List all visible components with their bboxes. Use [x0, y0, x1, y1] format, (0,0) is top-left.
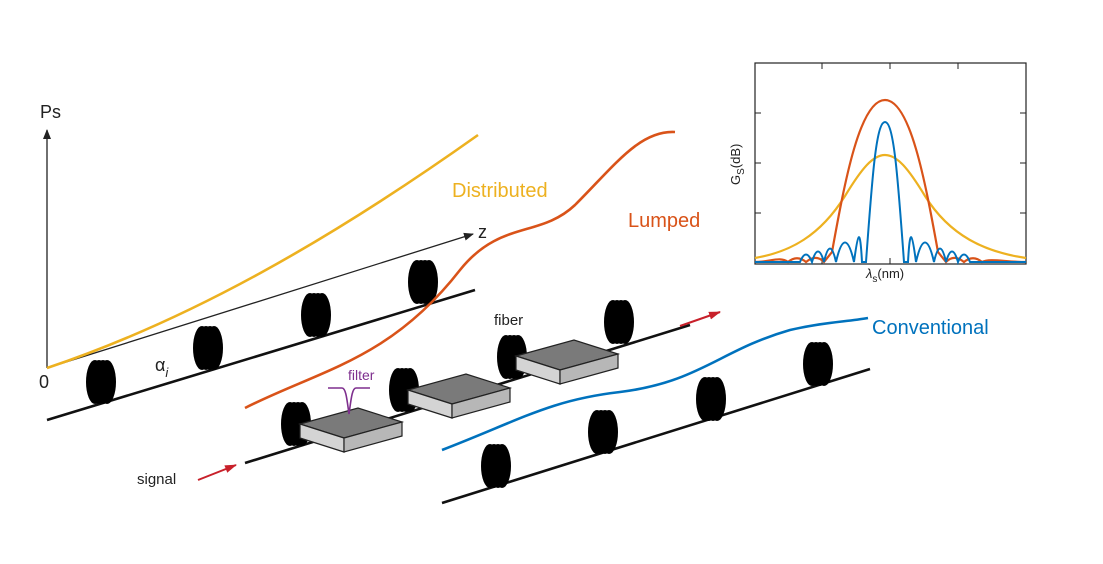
z-axis: [46, 232, 474, 369]
fiber-coil-icon: [803, 342, 833, 386]
gain-spectrum-inset: GS(dB) λs(nm): [728, 62, 1027, 285]
fiber-coil-icon: [408, 260, 438, 304]
lumped-label: Lumped: [628, 210, 700, 232]
conventional-panel: Conventional: [441, 316, 989, 505]
inset-conventional-curve: [755, 120, 1026, 266]
ps-axis-label: Ps: [40, 102, 61, 122]
conventional-label: Conventional: [872, 317, 989, 339]
amplifier-box-icon: [405, 373, 513, 419]
signal-arrow-icon: [197, 464, 237, 481]
distributed-panel: Ps z 0 αi Distributed: [39, 102, 548, 422]
lumped-panel: filter Lumped fiber signal: [137, 130, 721, 488]
amplifier-box-icon: [297, 407, 405, 453]
fiber-coil-icon: [604, 300, 634, 344]
inset-lumped-curve: [754, 98, 1027, 264]
fiber-line-distributed: [46, 288, 476, 422]
fiber-coil-icon: [588, 410, 618, 454]
amplifier-box-icon: [513, 339, 621, 385]
origin-label: 0: [39, 372, 49, 392]
filter-label: filter: [348, 367, 375, 383]
distributed-label: Distributed: [452, 180, 548, 202]
fiber-coil-icon: [481, 444, 511, 488]
inset-distributed-curve: [754, 153, 1027, 260]
inset-frame: [754, 62, 1027, 265]
alpha-label: αi: [155, 355, 169, 380]
fiber-coil-icon: [301, 293, 331, 337]
inset-y-ticks: [755, 112, 1026, 214]
distributed-curve: [46, 133, 479, 370]
lumped-curve: [244, 130, 676, 410]
fiber-coil-icon: [86, 360, 116, 404]
output-arrow-icon: [679, 311, 721, 327]
filter-notch-icon: [328, 387, 370, 415]
fiber-label: fiber: [494, 312, 523, 329]
fiber-coil-icon: [696, 377, 726, 421]
inset-x-label: λs(nm): [865, 266, 904, 285]
conventional-curve: [441, 316, 869, 452]
fiber-coil-icon: [193, 326, 223, 370]
z-axis-label: z: [478, 222, 487, 242]
signal-label: signal: [137, 471, 176, 488]
fiber-line-conventional: [441, 367, 871, 505]
inset-y-label: GS(dB): [728, 144, 747, 185]
